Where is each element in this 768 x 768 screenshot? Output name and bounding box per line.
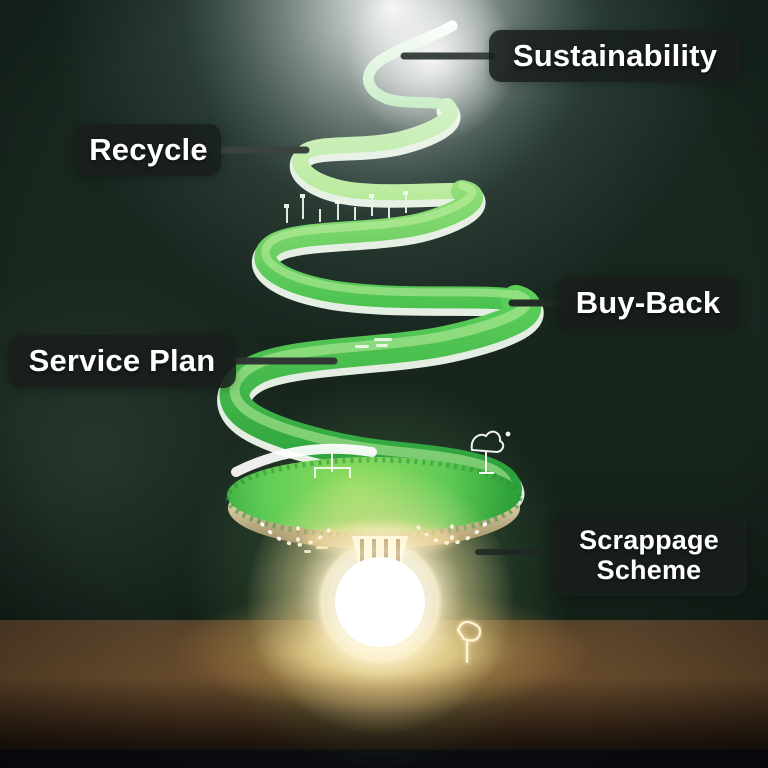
label-scrappage-scheme-text: Scrappage Scheme <box>579 524 719 585</box>
label-scrappage-scheme: Scrappage Scheme <box>551 514 747 596</box>
label-sustainability: Sustainability <box>489 30 741 82</box>
label-service-plan: Service Plan <box>8 335 236 388</box>
label-buy-back-text: Buy-Back <box>575 285 721 321</box>
connector-lines <box>216 52 564 555</box>
label-sustainability-text: Sustainability <box>512 37 718 73</box>
label-service-plan-text: Service Plan <box>28 343 216 379</box>
label-recycle-text: Recycle <box>89 131 208 167</box>
label-buy-back: Buy-Back <box>557 277 739 330</box>
label-recycle: Recycle <box>76 124 221 176</box>
